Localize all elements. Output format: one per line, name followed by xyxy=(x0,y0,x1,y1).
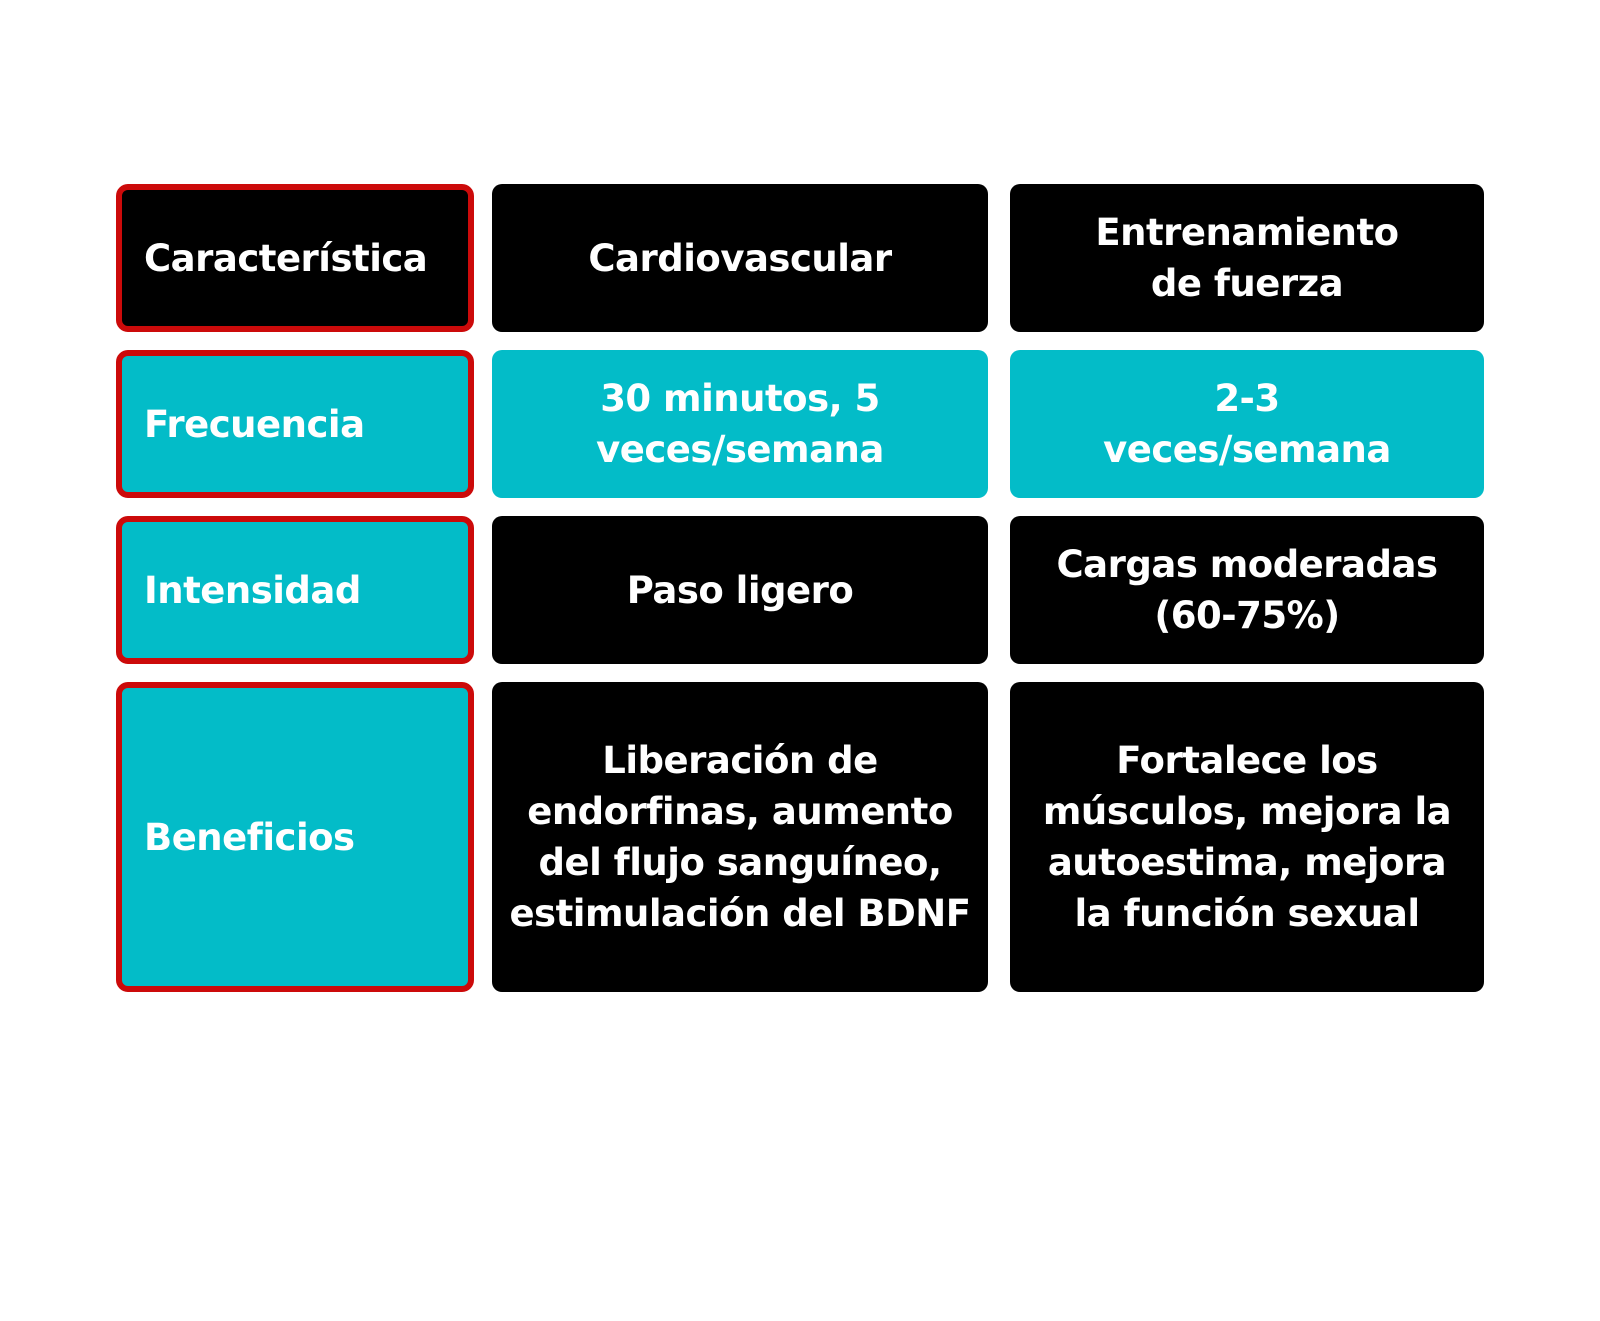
header-text: Cardiovascular xyxy=(588,236,892,280)
cell-text: Fortalece los músculos, mejora la autoes… xyxy=(1042,739,1452,935)
cell-intensidad-cardio: Paso ligero xyxy=(492,516,988,664)
cell-frecuencia-cardio: 30 minutos, 5 veces/semana xyxy=(492,350,988,498)
row-label-intensidad: Intensidad xyxy=(116,516,474,664)
cell-text: 2-3 veces/semana xyxy=(1103,377,1391,471)
row-label-text: Intensidad xyxy=(144,568,361,612)
cell-text: Cargas moderadas (60-75%) xyxy=(1056,543,1438,637)
header-cardiovascular: Cardiovascular xyxy=(492,184,988,332)
row-label-text: Beneficios xyxy=(144,815,355,859)
header-caracteristica: Característica xyxy=(116,184,474,332)
cell-frecuencia-fuerza: 2-3 veces/semana xyxy=(1010,350,1484,498)
row-label-beneficios: Beneficios xyxy=(116,682,474,992)
cell-text: Paso ligero xyxy=(626,568,854,612)
cell-beneficios-cardio: Liberación de endorfinas, aumento del fl… xyxy=(492,682,988,992)
cell-beneficios-fuerza: Fortalece los músculos, mejora la autoes… xyxy=(1010,682,1484,992)
cell-intensidad-fuerza: Cargas moderadas (60-75%) xyxy=(1010,516,1484,664)
header-text: Entrenamiento de fuerza xyxy=(1095,211,1399,305)
header-text: Característica xyxy=(144,236,428,280)
row-label-frecuencia: Frecuencia xyxy=(116,350,474,498)
header-fuerza: Entrenamiento de fuerza xyxy=(1010,184,1484,332)
cell-text: Liberación de endorfinas, aumento del fl… xyxy=(509,739,971,935)
cell-text: 30 minutos, 5 veces/semana xyxy=(596,377,884,471)
row-label-text: Frecuencia xyxy=(144,402,365,446)
